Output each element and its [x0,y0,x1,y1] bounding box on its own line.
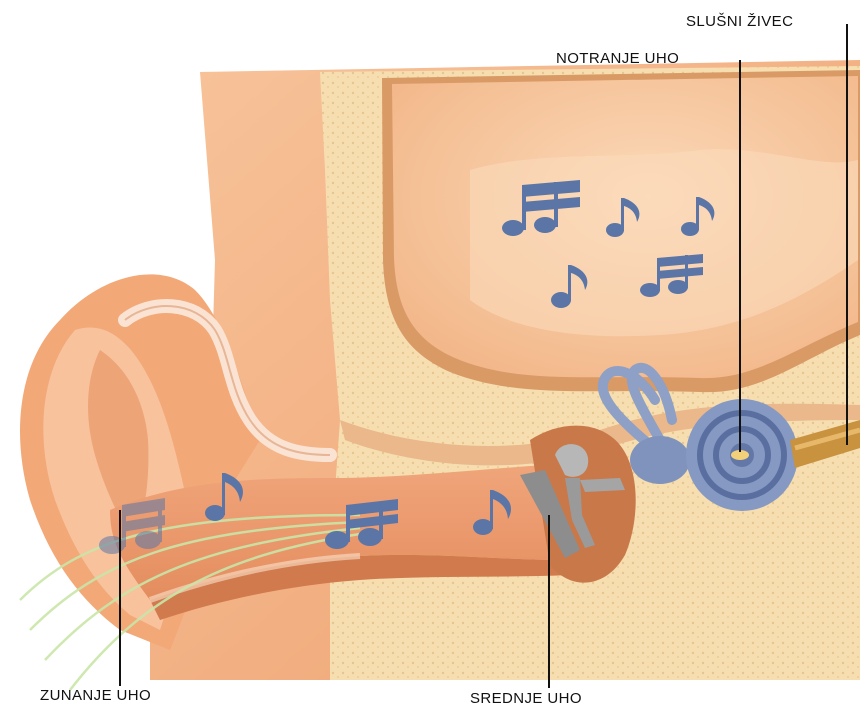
label-middle-ear: SREDNJE UHO [470,690,582,708]
label-auditory-nerve: SLUŠNI ŽIVEC [686,13,793,31]
label-outer-ear: ZUNANJE UHO [40,687,151,705]
label-inner-ear: NOTRANJE UHO [556,50,679,68]
